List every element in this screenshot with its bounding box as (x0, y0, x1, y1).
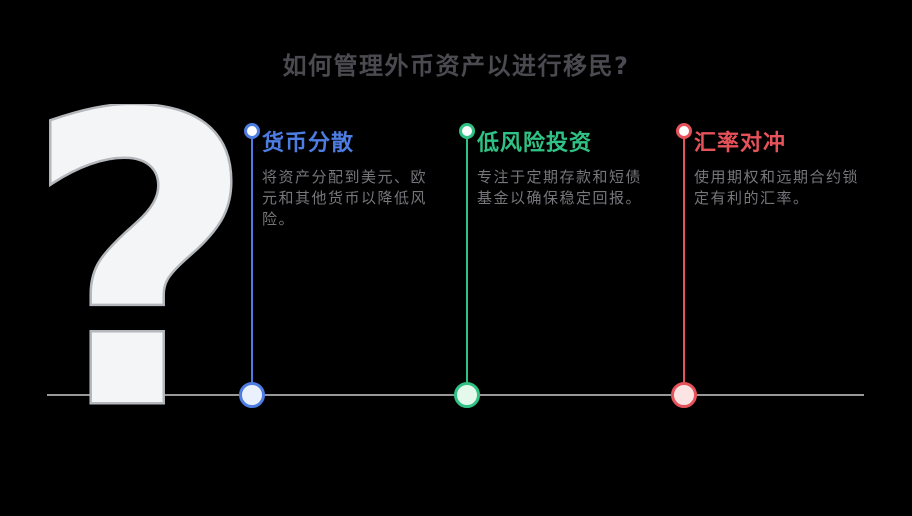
question-mark-icon: ? (28, 104, 252, 424)
timeline-node-top-icon (676, 123, 692, 139)
timeline-connector-line (251, 137, 253, 397)
column-heading: 汇率对冲 (694, 131, 787, 156)
timeline-node-bottom-icon (671, 382, 697, 408)
column-exchange-rate-hedging: 汇率对冲 使用期权和远期合约锁定有利的汇率。 (671, 123, 866, 423)
question-mark-glyph: ? (28, 104, 252, 424)
timeline-connector-line (466, 137, 468, 397)
column-description: 将资产分配到美元、欧元和其他货币以降低风险。 (262, 168, 428, 228)
column-description: 专注于定期存款和短债基金以确保稳定回报。 (477, 168, 643, 207)
timeline-node-top-icon (244, 123, 260, 139)
timeline-node-bottom-icon (454, 382, 480, 408)
timeline-connector-line (683, 137, 685, 397)
column-heading: 低风险投资 (477, 131, 593, 156)
timeline-node-top-icon (459, 123, 475, 139)
column-description: 使用期权和远期合约锁定有利的汇率。 (694, 168, 860, 207)
column-heading: 货币分散 (262, 131, 355, 156)
page-title: 如何管理外币资产以进行移民? (282, 52, 630, 80)
column-low-risk-investment: 低风险投资 专注于定期存款和短债基金以确保稳定回报。 (454, 123, 649, 423)
timeline-node-bottom-icon (239, 382, 265, 408)
column-currency-diversification: 货币分散 将资产分配到美元、欧元和其他货币以降低风险。 (239, 123, 434, 423)
